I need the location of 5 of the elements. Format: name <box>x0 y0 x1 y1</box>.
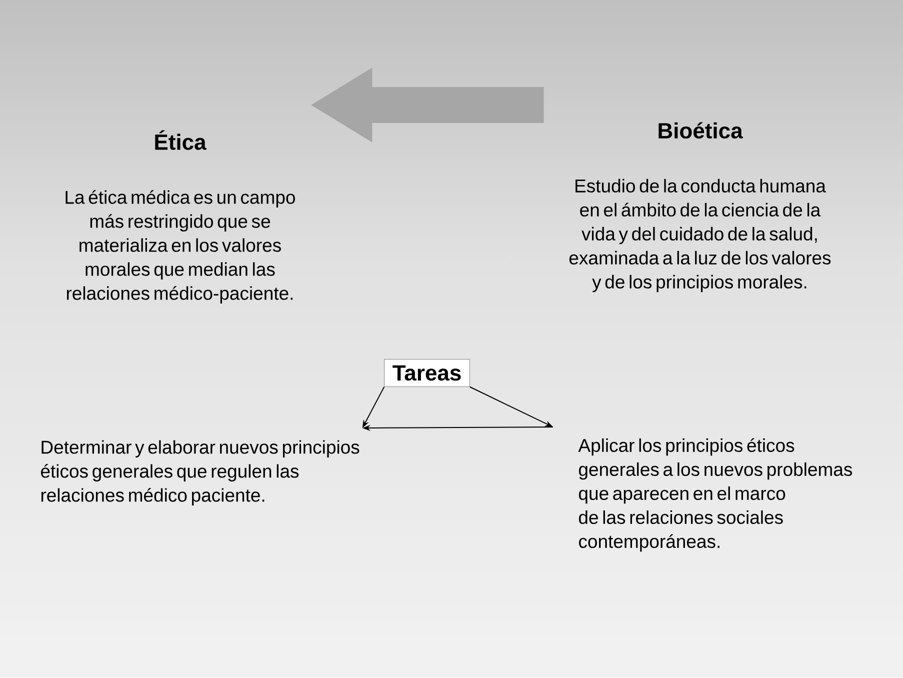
heading-with-description: Bioética Estudio de la conducta humana en el ámbito de la ciencia de la vida y del cuidado de la salud, examinada a la luz de los valores y de los principios morales. <box>569 122 831 292</box>
task-text: Determinar y elaborar nuevos principios éticos generales que regulen las relaciones médico paciente. <box>40 440 360 506</box>
task-box: Tareas <box>384 359 470 387</box>
heading-with-description: Ética La ética médica es un campo más restringido que se materializa en los valores morales que median las relaciones médico-paciente. <box>66 130 295 304</box>
task-text: Aplicar los principios éticos generales a los nuevos problemas que aparecen en el marco de las relaciones sociales contemporáneas. <box>578 438 852 552</box>
